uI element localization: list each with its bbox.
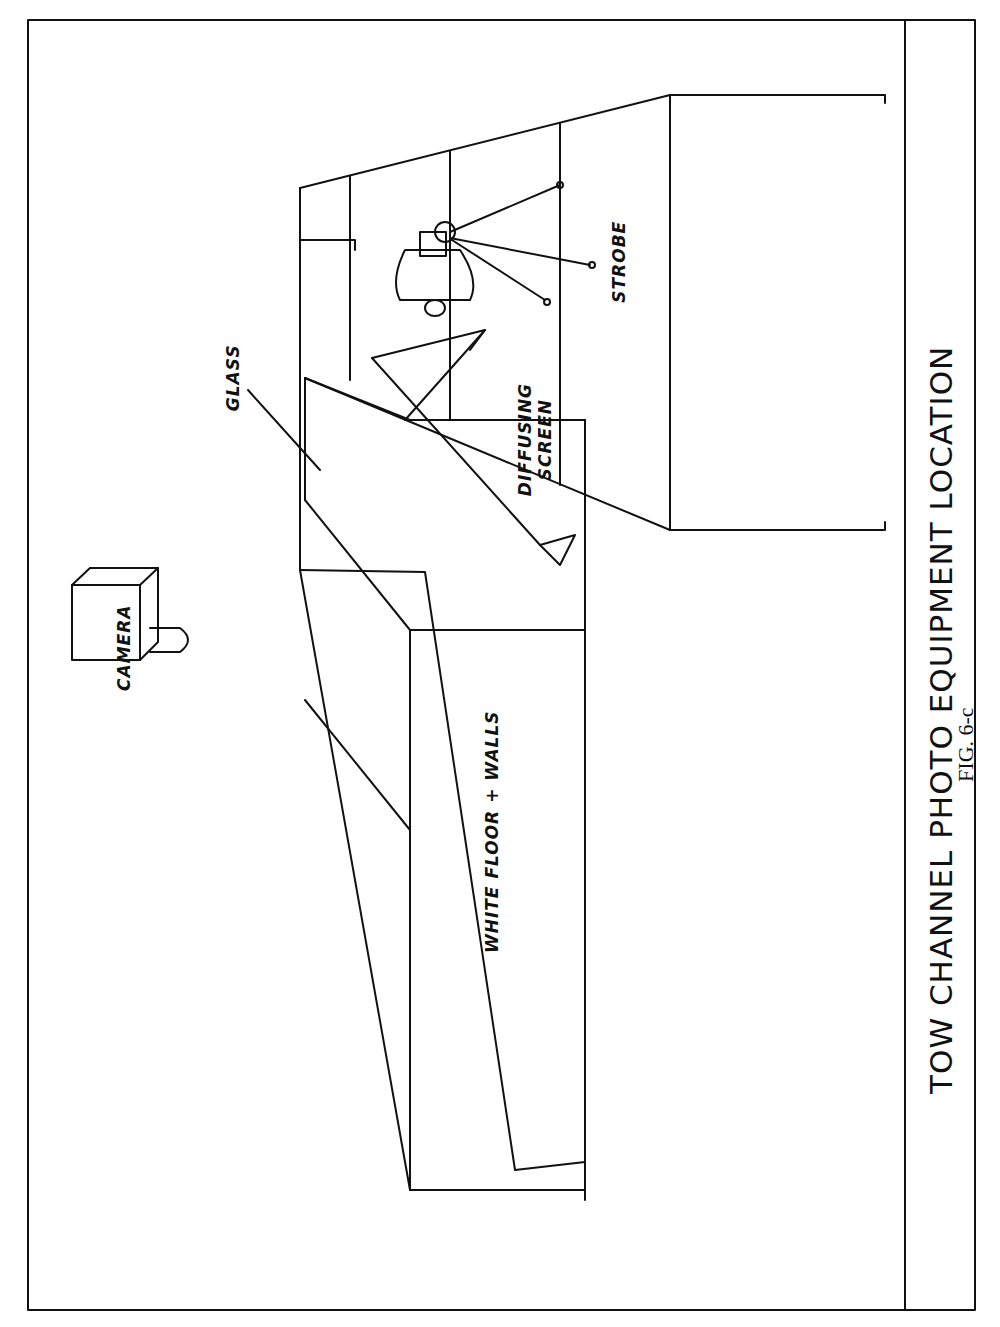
title-divider [904, 20, 906, 1310]
glass-label: GLASS [223, 345, 243, 412]
figure-caption: FIG. 6-c [952, 708, 977, 783]
strobe-lamp [396, 182, 595, 316]
leader-line [248, 390, 320, 470]
diffusing-screen-label: DIFFUSING SCREEN [515, 381, 554, 500]
strobe-label: STROBE [610, 221, 630, 303]
frame [28, 20, 975, 1310]
camera-label: CAMERA [115, 605, 135, 691]
tow-channel [300, 95, 885, 1200]
diffusing-screen [372, 330, 575, 565]
floor-walls-label: WHITE FLOOR + WALLS [482, 711, 502, 954]
